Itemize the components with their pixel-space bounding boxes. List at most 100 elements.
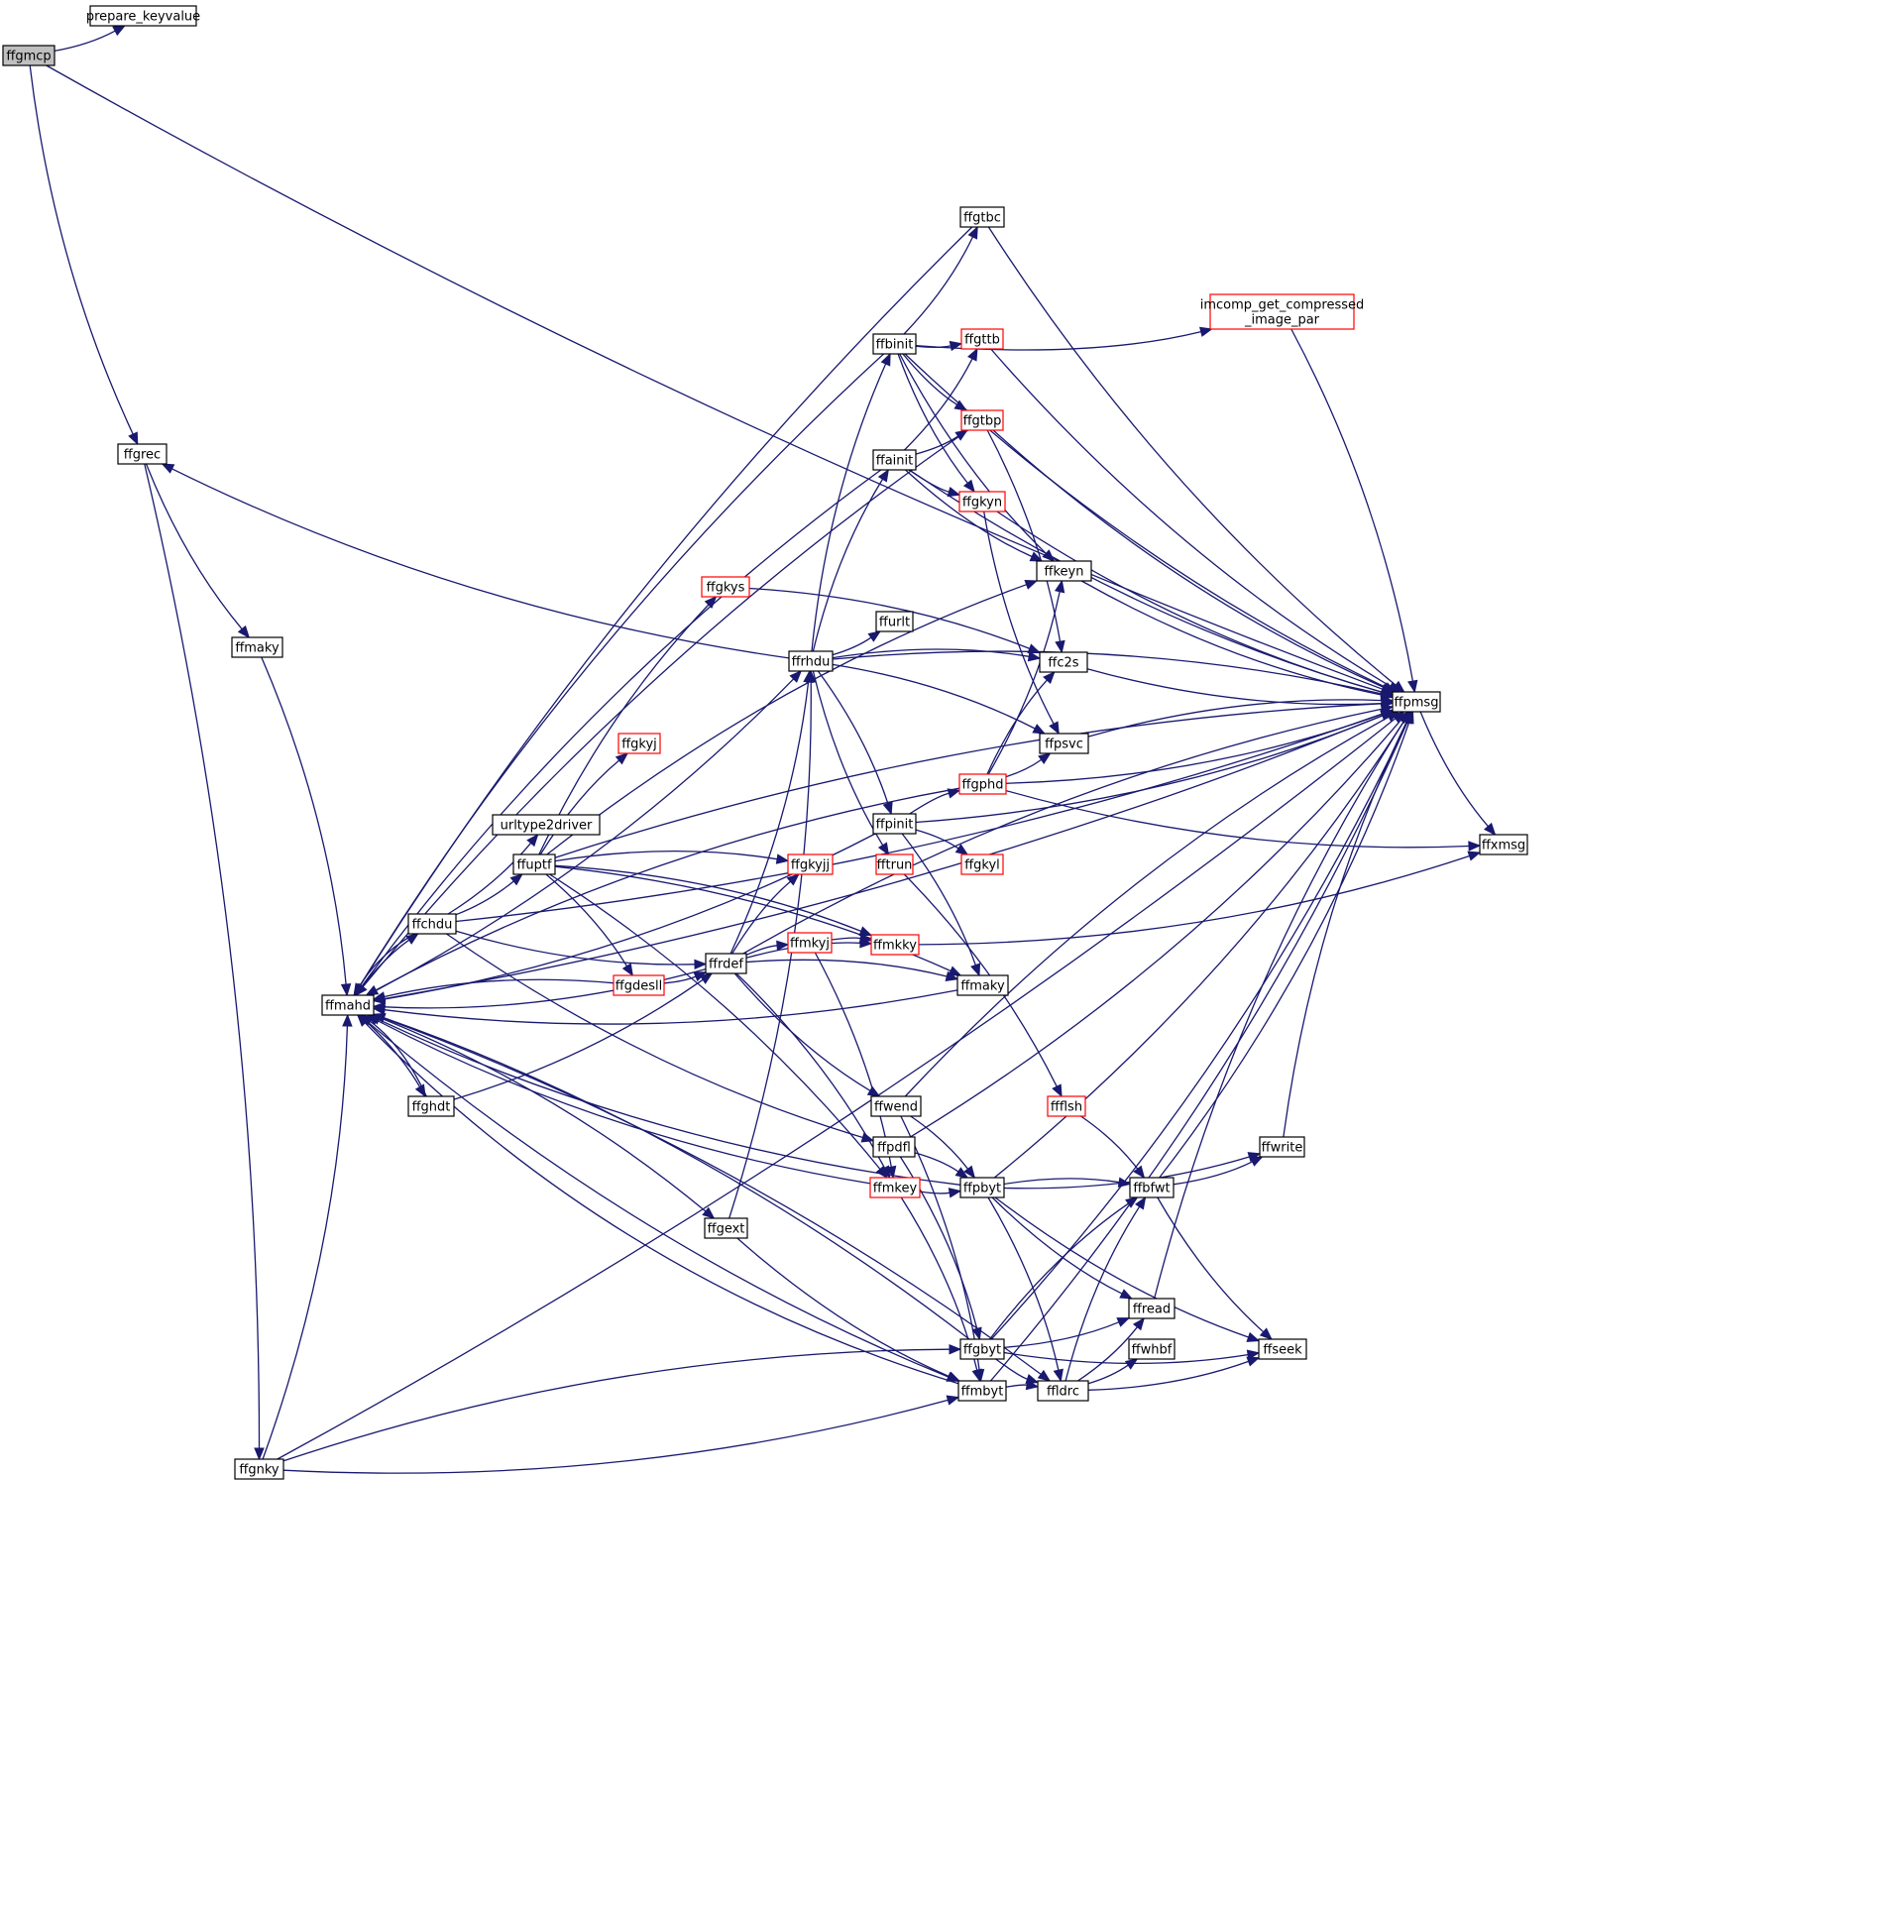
node-ffbfwt[interactable]: ffbfwt (1129, 1177, 1175, 1198)
node-box-ffgkyjj[interactable] (787, 853, 834, 875)
node-box-ffwhbf[interactable] (1128, 1338, 1176, 1360)
node-ffgkyn[interactable]: ffgkyn (958, 491, 1006, 512)
node-box-ffmkky[interactable] (870, 934, 920, 956)
node-ffgdesll[interactable]: ffgdesll (613, 974, 665, 996)
node-box-ffurlt[interactable] (875, 611, 914, 632)
node-box-ffghdt[interactable] (407, 1095, 455, 1117)
node-box-ffxmsg[interactable] (1479, 834, 1528, 855)
node-ffseek[interactable]: ffseek (1258, 1338, 1307, 1360)
node-ffghdt[interactable]: ffghdt (407, 1095, 455, 1117)
node-ffgkyj[interactable]: ffgkyj (617, 733, 661, 754)
node-box-ffgdesll[interactable] (613, 974, 665, 996)
node-box-ffpmsg[interactable] (1392, 691, 1441, 713)
node-box-imcomp[interactable] (1209, 293, 1355, 330)
node-ffrhdu[interactable]: ffrhdu (788, 650, 834, 672)
node-urltype2driver[interactable]: urltype2driver (492, 814, 601, 836)
node-box-ffbfwt[interactable] (1129, 1177, 1175, 1198)
node-box-ffwrite[interactable] (1259, 1136, 1305, 1158)
node-ffgmcp[interactable]: ffgmcp (2, 45, 56, 66)
node-ffxmsg[interactable]: ffxmsg (1479, 834, 1528, 855)
node-ffmbyt[interactable]: ffmbyt (957, 1380, 1007, 1402)
node-ffwend[interactable]: ffwend (870, 1095, 922, 1117)
node-box-ffseek[interactable] (1258, 1338, 1307, 1360)
node-box-ffgkys[interactable] (701, 576, 750, 598)
node-imcomp[interactable]: imcomp_get_compressed_image_par (1200, 293, 1365, 330)
node-ffrdef[interactable]: ffrdef (705, 953, 747, 974)
node-ffgkys[interactable]: ffgkys (701, 576, 750, 598)
node-ffgttb[interactable]: ffgttb (960, 328, 1004, 350)
node-ffkeyn[interactable]: ffkeyn (1036, 560, 1092, 582)
node-ffmaky_m[interactable]: ffmaky (956, 974, 1009, 996)
node-ffbinit[interactable]: ffbinit (872, 333, 917, 355)
node-box-ffgnky[interactable] (234, 1458, 284, 1480)
node-box-ffainit[interactable] (872, 449, 917, 471)
node-box-ffread[interactable] (1128, 1298, 1176, 1319)
node-ffmaky_l[interactable]: ffmaky (231, 636, 283, 658)
node-ffgtbc[interactable]: ffgtbc (959, 206, 1005, 228)
node-ffgphd[interactable]: ffgphd (958, 773, 1007, 795)
node-ffurlt[interactable]: ffurlt (875, 611, 914, 632)
node-ffwhbf[interactable]: ffwhbf (1128, 1338, 1176, 1360)
node-box-ffchdu[interactable] (407, 913, 457, 935)
node-box-ffgbyt[interactable] (959, 1338, 1005, 1360)
node-box-ffc2s[interactable] (1039, 651, 1088, 673)
node-box-ffgmcp[interactable] (2, 45, 56, 66)
node-box-ffgext[interactable] (704, 1217, 748, 1239)
node-box-ffmbyt[interactable] (957, 1380, 1007, 1402)
node-ffread[interactable]: ffread (1128, 1298, 1176, 1319)
node-prepare_keyvalue[interactable]: prepare_keyvalue (86, 5, 200, 27)
node-box-ffmkey[interactable] (869, 1177, 921, 1198)
node-box-ffgtbp[interactable] (960, 409, 1004, 431)
node-box-ffldrc[interactable] (1037, 1380, 1089, 1402)
node-box-ffrhdu[interactable] (788, 650, 834, 672)
node-ffgnky[interactable]: ffgnky (234, 1458, 284, 1480)
node-ffchdu[interactable]: ffchdu (407, 913, 457, 935)
node-box-ffgtbc[interactable] (959, 206, 1005, 228)
node-ffmkey[interactable]: ffmkey (869, 1177, 921, 1198)
node-ffpbyt[interactable]: ffpbyt (959, 1177, 1005, 1198)
node-ffgext[interactable]: ffgext (704, 1217, 748, 1239)
node-ffgrec[interactable]: ffgrec (117, 443, 168, 465)
node-box-fftrun[interactable] (875, 853, 914, 875)
node-ffpmsg[interactable]: ffpmsg (1392, 691, 1441, 713)
node-ffmahd[interactable]: ffmahd (321, 994, 375, 1016)
node-box-prepare_keyvalue[interactable] (89, 5, 197, 27)
node-box-ffgkyj[interactable] (617, 733, 661, 754)
node-box-ffgttb[interactable] (960, 328, 1004, 350)
node-box-ffuptf[interactable] (512, 853, 556, 875)
node-box-ffmaky_l[interactable] (231, 636, 283, 658)
node-ffpdfl[interactable]: ffpdfl (872, 1136, 916, 1158)
node-box-ffmaky_m[interactable] (956, 974, 1009, 996)
node-ffgbyt[interactable]: ffgbyt (959, 1338, 1005, 1360)
node-ffainit[interactable]: ffainit (872, 449, 917, 471)
node-box-ffpsvc[interactable] (1039, 733, 1089, 754)
node-box-ffbinit[interactable] (872, 333, 917, 355)
node-box-ffgkyl[interactable] (960, 853, 1004, 875)
node-box-ffgphd[interactable] (958, 773, 1007, 795)
node-ffgkyjj[interactable]: ffgkyjj (787, 853, 834, 875)
node-ffpinit[interactable]: ffpinit (872, 813, 917, 835)
node-ffuptf[interactable]: ffuptf (512, 853, 556, 875)
node-ffc2s[interactable]: ffc2s (1039, 651, 1088, 673)
node-box-ffkeyn[interactable] (1036, 560, 1092, 582)
node-fftrun[interactable]: fftrun (875, 853, 914, 875)
node-box-ffpbyt[interactable] (959, 1177, 1005, 1198)
node-box-ffmkyj[interactable] (787, 932, 833, 954)
node-ffldrc[interactable]: ffldrc (1037, 1380, 1089, 1402)
node-ffflsh[interactable]: ffflsh (1047, 1095, 1086, 1117)
node-box-urltype2driver[interactable] (492, 814, 601, 836)
node-box-ffpdfl[interactable] (872, 1136, 916, 1158)
node-box-ffmahd[interactable] (321, 994, 375, 1016)
node-box-ffgkyn[interactable] (958, 491, 1006, 512)
node-box-ffflsh[interactable] (1047, 1095, 1086, 1117)
node-ffpsvc[interactable]: ffpsvc (1039, 733, 1089, 754)
node-ffgtbp[interactable]: ffgtbp (960, 409, 1004, 431)
node-box-ffwend[interactable] (870, 1095, 922, 1117)
node-ffgkyl[interactable]: ffgkyl (960, 853, 1004, 875)
node-box-ffgrec[interactable] (117, 443, 168, 465)
node-ffmkyj[interactable]: ffmkyj (787, 932, 833, 954)
node-box-ffrdef[interactable] (705, 953, 747, 974)
node-ffwrite[interactable]: ffwrite (1259, 1136, 1305, 1158)
node-ffmkky[interactable]: ffmkky (870, 934, 920, 956)
node-box-ffpinit[interactable] (872, 813, 917, 835)
